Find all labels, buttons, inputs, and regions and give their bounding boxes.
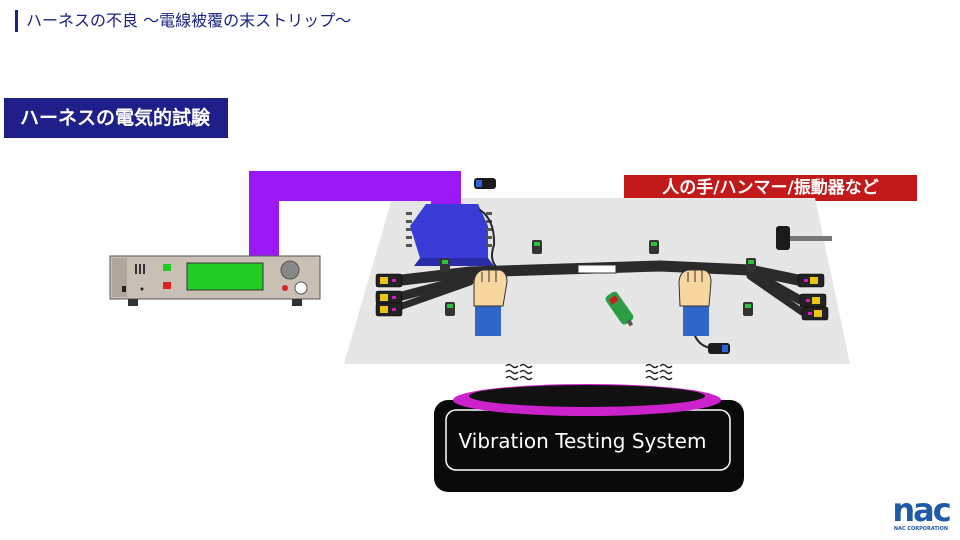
- harness-connectors: [375, 273, 829, 321]
- blue-plug-bottom: [708, 343, 730, 354]
- vibrator-tool: [605, 291, 634, 327]
- tools-label: 人の手/ハンマー/振動器など: [624, 175, 917, 201]
- vibration-system-label: Vibration Testing System: [458, 429, 707, 453]
- company-logo: nac NAC CORPORATION: [886, 494, 956, 540]
- right-hand: [678, 269, 712, 336]
- test-cable: [249, 171, 461, 260]
- harness-tag: [577, 264, 617, 274]
- section-label: ハーネスの電気的試験: [4, 98, 228, 138]
- hammer-icon: [776, 226, 832, 250]
- wire-harness: [396, 209, 806, 349]
- slide-title: ハーネスの不良 〜電線被覆の末ストリップ〜: [15, 10, 351, 32]
- tester-device: [109, 255, 321, 306]
- blue-plug-top: [474, 178, 496, 189]
- tester-screen: [186, 262, 264, 291]
- connector-block: [406, 204, 494, 266]
- vibration-testing-system: [434, 384, 744, 492]
- logo-subtitle: NAC CORPORATION: [893, 526, 949, 532]
- branch-connectors: [440, 240, 756, 316]
- left-hand: [473, 269, 508, 336]
- logo-mark: nac: [892, 491, 951, 529]
- vibration-marks: [505, 363, 673, 381]
